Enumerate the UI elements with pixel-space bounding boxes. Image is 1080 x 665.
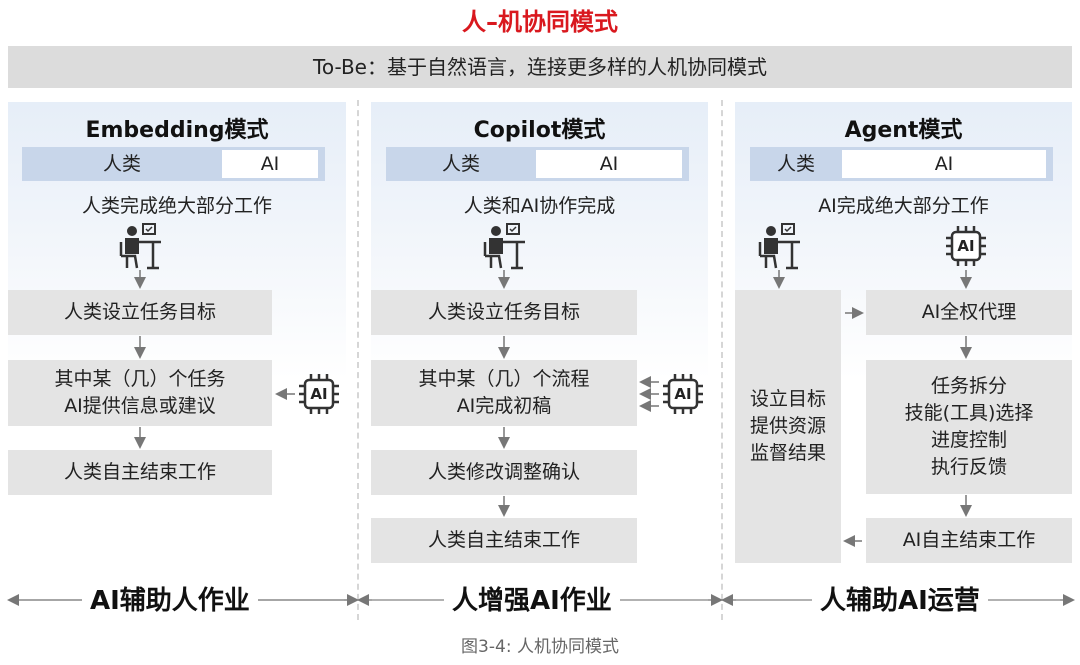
ai-share-label: AI <box>842 150 1046 178</box>
step-line: 设立目标 <box>749 388 826 410</box>
copilot-title: Copilot模式 <box>473 118 606 143</box>
step-line: 提供资源 <box>749 415 826 437</box>
copilot-description: 人类和AI协作完成 <box>463 195 616 217</box>
agent-share-bar: 人类 AI <box>750 147 1053 181</box>
step-line: 执行反馈 <box>930 456 1007 478</box>
step-line: AI完成初稿 <box>456 395 552 417</box>
mode-outcome-label: 人辅助AI运营 <box>812 580 988 617</box>
step-box: AI自主结束工作 <box>866 518 1072 563</box>
copilot-share-bar: 人类 AI <box>386 147 689 181</box>
step-line: 其中某（几）个任务 <box>54 368 226 390</box>
ai-chip-label: AI <box>957 237 975 255</box>
step-line: 人类设立任务目标 <box>63 301 216 323</box>
step-box: 人类修改调整确认 <box>371 450 637 495</box>
embedding-share-bar: 人类 AI <box>22 147 325 181</box>
person-at-desk-icon <box>483 223 525 270</box>
diagram-title: 人–机协同模式 <box>462 8 618 36</box>
step-line: 任务拆分 <box>930 375 1007 397</box>
mode-outcome-label: AI辅助人作业 <box>82 580 258 617</box>
step-box: 人类自主结束工作 <box>8 450 272 495</box>
step-line: 技能(工具)选择 <box>904 402 1034 424</box>
step-line: 进度控制 <box>930 429 1007 451</box>
human-share-label: 人类 <box>776 153 815 175</box>
step-line: 人类自主结束工作 <box>63 461 216 483</box>
ai-chip-icon: AI <box>297 372 341 416</box>
step-line: 人类自主结束工作 <box>427 529 580 551</box>
step-box: 人类自主结束工作 <box>371 518 637 563</box>
ai-chip-label: AI <box>674 385 692 403</box>
step-line: AI全权代理 <box>921 301 1017 323</box>
ai-share-label: AI <box>222 150 318 178</box>
column-divider <box>721 100 723 620</box>
ai-chip-icon: AI <box>661 372 705 416</box>
mode-outcome-label: 人增强AI作业 <box>444 580 620 617</box>
to-be-banner: To-Be：基于自然语言，连接更多样的人机协同模式 <box>8 46 1072 88</box>
human-share-label: 人类 <box>102 153 141 175</box>
step-line: 其中某（几）个流程 <box>418 368 590 390</box>
ai-chip-icon: AI <box>944 224 988 268</box>
agent-description: AI完成绝大部分工作 <box>818 195 989 217</box>
human-share-label: 人类 <box>441 153 480 175</box>
step-box: 人类设立任务目标 <box>371 290 637 335</box>
embedding-title: Embedding模式 <box>85 118 269 143</box>
step-box: 其中某（几）个流程 AI完成初稿 <box>371 360 637 426</box>
step-line: AI自主结束工作 <box>902 529 1036 551</box>
agent-title: Agent模式 <box>844 118 963 143</box>
step-line: 人类设立任务目标 <box>427 301 580 323</box>
step-box: AI全权代理 <box>866 290 1072 335</box>
person-at-desk-icon <box>758 223 800 270</box>
step-line: AI提供信息或建议 <box>64 395 216 417</box>
step-box: 任务拆分 技能(工具)选择 进度控制 执行反馈 <box>866 360 1072 494</box>
person-at-desk-icon <box>119 223 161 270</box>
embedding-description: 人类完成绝大部分工作 <box>81 195 272 217</box>
step-line: 监督结果 <box>749 442 826 464</box>
figure-caption: 图3-4: 人机协同模式 <box>461 637 619 657</box>
step-line: 人类修改调整确认 <box>427 461 580 483</box>
column-divider <box>357 100 359 620</box>
oversight-box: 设立目标 提供资源 监督结果 <box>735 290 841 563</box>
ai-share-label: AI <box>536 150 682 178</box>
step-box: 人类设立任务目标 <box>8 290 272 335</box>
ai-chip-label: AI <box>310 385 328 403</box>
step-box: 其中某（几）个任务 AI提供信息或建议 <box>8 360 272 426</box>
